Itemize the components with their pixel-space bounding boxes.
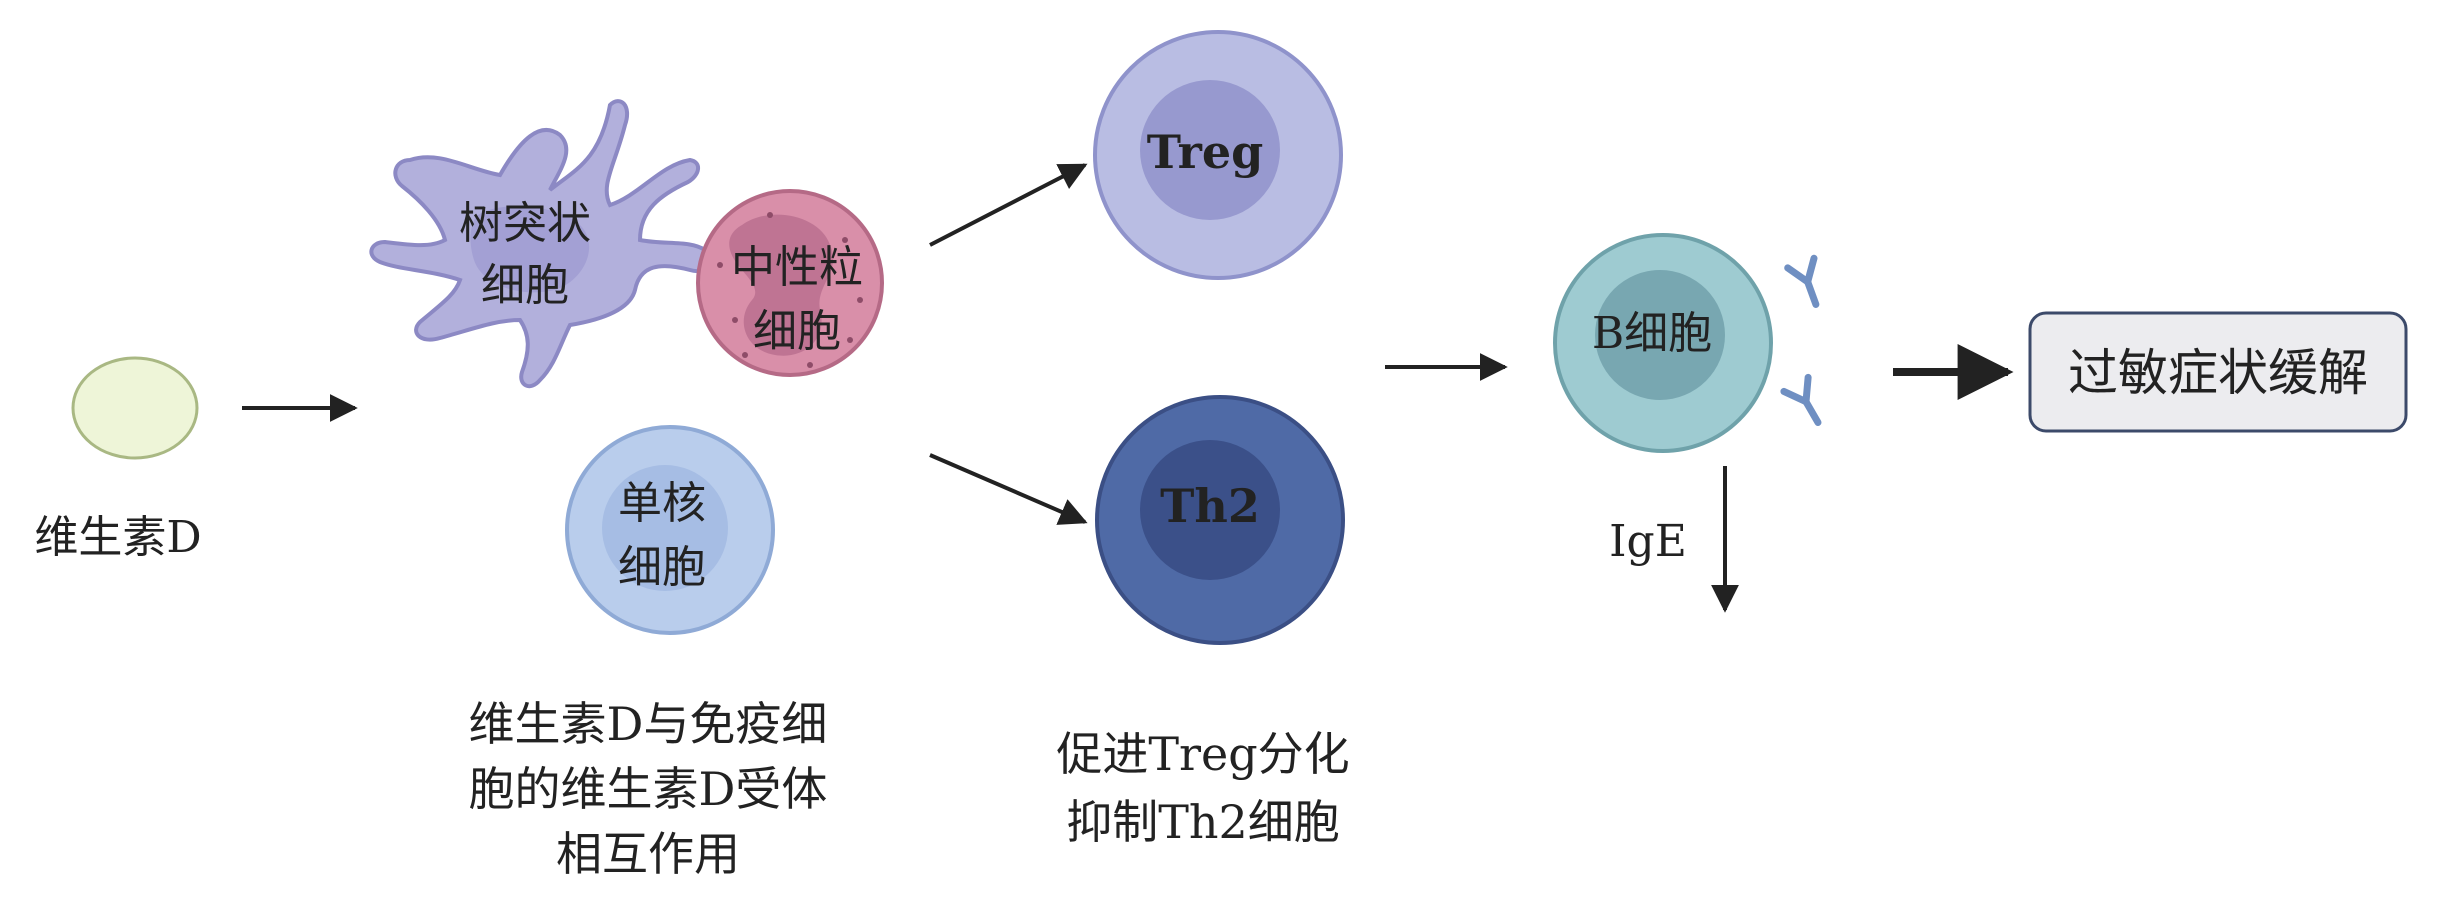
- vitamin-d-label: 维生素D: [34, 512, 201, 563]
- monocyte-node: 单核 细胞: [565, 425, 775, 635]
- neutrophil-granules: [717, 212, 863, 368]
- vitamin-d-cell: [71, 356, 199, 460]
- monocyte-label-line2: 细胞: [618, 542, 706, 593]
- arrow-icon: [929, 163, 1088, 247]
- th2-node: Th2: [1095, 395, 1345, 645]
- th2-nucleus: [1140, 440, 1280, 580]
- result-node: 过敏症状缓解: [2028, 311, 2408, 433]
- b-cell-nucleus: [1595, 270, 1725, 400]
- dendritic-cell-node: 树突状 细胞: [369, 99, 713, 389]
- interaction-caption-line2: 胞的维生素D受体: [469, 762, 828, 816]
- ige-label: IgE: [1609, 516, 1687, 567]
- treg-node: Treg: [1093, 30, 1343, 280]
- b-cell-node: B细胞: [1553, 233, 1773, 453]
- interaction-caption-line3: 相互作用: [556, 827, 740, 881]
- treg-label: Treg: [1147, 125, 1264, 179]
- interaction-caption-line1: 维生素D与免疫细: [469, 697, 828, 751]
- treg-caption: 促进Treg分化 抑制Th2细胞: [1056, 727, 1349, 849]
- dendritic-label-line2: 细胞: [481, 260, 569, 311]
- monocyte-nucleus: [602, 465, 728, 591]
- arrow-icon: [929, 453, 1088, 525]
- neutrophil-node: 中性粒 细胞: [696, 189, 884, 377]
- dendritic-label-line1: 树突状: [459, 198, 591, 249]
- neutrophil-label-line1: 中性粒: [731, 242, 863, 293]
- treg-caption-line1: 促进Treg分化: [1056, 727, 1349, 781]
- neutrophil-label-line2: 细胞: [753, 306, 841, 357]
- result-box: [2028, 311, 2408, 433]
- treg-caption-line2: 抑制Th2细胞: [1066, 795, 1340, 849]
- interaction-caption: 维生素D与免疫细 胞的维生素D受体 相互作用: [469, 697, 828, 881]
- b-cell-label: B细胞: [1592, 308, 1712, 359]
- monocyte-label-line1: 单核: [618, 478, 706, 529]
- antibody-icon: [1784, 254, 1820, 308]
- treg-nucleus: [1140, 80, 1280, 220]
- th2-label: Th2: [1160, 479, 1260, 533]
- antibody-icon: [1780, 373, 1822, 427]
- neutrophil-nucleus: [729, 214, 834, 356]
- result-label: 过敏症状缓解: [2068, 344, 2368, 402]
- vitamin-d-node: 维生素D: [34, 356, 202, 563]
- dendritic-nucleus: [470, 206, 590, 293]
